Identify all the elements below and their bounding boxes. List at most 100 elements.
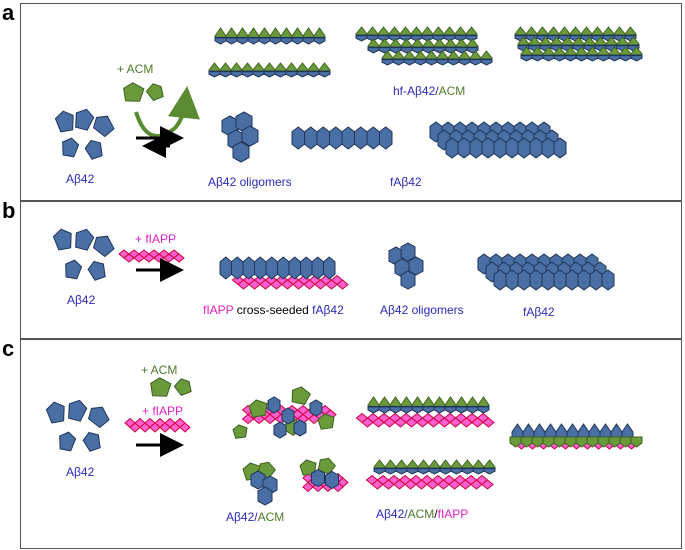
- fibril-unit: [242, 256, 255, 280]
- abeta-unit: [267, 396, 281, 414]
- abeta-base: [469, 58, 482, 66]
- acm-cap: [389, 396, 402, 408]
- abeta-monomer: [87, 260, 106, 281]
- oligomers-label-b: Aβ42 oligomers: [380, 303, 464, 317]
- acm-cap: [432, 26, 445, 36]
- abeta-unit: [309, 399, 323, 417]
- cross-mid: cross-seeded: [233, 303, 313, 317]
- abeta-base: [403, 58, 416, 66]
- acm-cap: [591, 26, 604, 36]
- abeta-monomer: [59, 431, 77, 452]
- acm-cap: [477, 396, 490, 408]
- abeta-base: [274, 70, 287, 78]
- abeta-base: [285, 70, 298, 78]
- abeta-base: [392, 58, 405, 66]
- abeta-base: [263, 70, 276, 78]
- cross-iapp: fIAPP: [203, 303, 234, 317]
- iapp-unit: [481, 479, 494, 490]
- fibril-unit: [323, 256, 336, 280]
- abeta-base: [621, 423, 634, 438]
- acm-cap: [443, 26, 456, 36]
- acm-monomer: [317, 457, 336, 475]
- acm-cap: [520, 436, 533, 448]
- acm-cap: [553, 436, 566, 448]
- iapp-unit: [482, 417, 495, 428]
- abeta-base: [208, 70, 221, 78]
- abeta-base: [555, 423, 568, 438]
- acm-cap: [285, 62, 298, 72]
- abeta-base: [373, 467, 386, 475]
- acm-cap: [575, 436, 588, 448]
- acm-cap: [433, 38, 446, 48]
- abeta-base: [458, 58, 471, 66]
- abeta-base: [367, 46, 380, 54]
- abeta-base: [428, 467, 441, 475]
- acm-cap: [569, 26, 582, 36]
- abeta-base: [461, 467, 474, 475]
- abeta-base: [619, 54, 632, 62]
- abeta-base: [436, 58, 449, 66]
- fibril-unit: [517, 269, 531, 291]
- fibril-unit: [329, 126, 343, 150]
- abeta-base: [406, 467, 419, 475]
- acm-cap: [630, 436, 643, 448]
- abeta-base: [307, 70, 320, 78]
- acm-cap: [480, 50, 493, 60]
- abeta-monomer-label: Aβ42: [66, 172, 95, 186]
- abeta-monomer: [84, 139, 103, 160]
- abeta-monomer: [75, 108, 95, 131]
- acm-cap: [509, 436, 522, 448]
- abeta-base: [258, 37, 271, 45]
- abeta-base: [472, 467, 485, 475]
- abeta-base: [575, 54, 588, 62]
- acm-cap: [613, 26, 626, 36]
- acm-cap: [455, 396, 468, 408]
- fibril-label: fAβ42: [390, 175, 422, 189]
- abeta-base: [599, 423, 612, 438]
- abeta-base: [252, 70, 265, 78]
- iapp-reagent-label: + fIAPP: [135, 232, 177, 246]
- acm-cap: [367, 38, 380, 48]
- acm-cap: [619, 436, 632, 448]
- acm-monomer: [173, 378, 192, 396]
- acm-cap: [219, 62, 232, 72]
- abeta-base: [566, 423, 579, 438]
- abeta-unit: [293, 419, 307, 437]
- abeta-base: [450, 467, 463, 475]
- abeta-base: [411, 406, 424, 414]
- abeta-base: [425, 58, 438, 66]
- acm-cap: [586, 436, 599, 448]
- fibril-unit: [553, 269, 567, 291]
- acm-cap: [373, 459, 386, 469]
- fibril-unit: [219, 256, 232, 280]
- fibril-unit: [481, 137, 495, 159]
- abeta-unit: [400, 270, 416, 290]
- acm-cap: [258, 27, 271, 39]
- acm-reagent-label: + ACM: [117, 62, 154, 76]
- acm-cap: [428, 459, 441, 469]
- fibril-unit: [277, 256, 290, 280]
- abeta-base: [225, 37, 238, 45]
- acm-cap: [422, 38, 435, 48]
- acm-curved-arrow: [134, 86, 200, 139]
- abeta-base: [400, 406, 413, 414]
- fibril-unit: [601, 269, 615, 291]
- abeta-base: [610, 423, 623, 438]
- acm-cap: [241, 62, 254, 72]
- acm-cap: [466, 38, 479, 48]
- fibril-unit: [589, 269, 603, 291]
- acm-cap: [531, 436, 544, 448]
- fibril-unit: [445, 137, 459, 159]
- acm-cap: [547, 26, 560, 36]
- fibril-unit: [505, 269, 519, 291]
- abeta-base: [241, 70, 254, 78]
- abeta-monomer-label-b: Aβ42: [67, 293, 96, 307]
- fibril-unit: [341, 126, 355, 150]
- fibril-unit: [577, 269, 591, 291]
- acm-cap: [558, 26, 571, 36]
- abeta-base: [291, 37, 304, 45]
- hf-acm: ACM: [438, 84, 466, 98]
- fibril-unit: [517, 137, 531, 159]
- acm-cap: [444, 38, 457, 48]
- abeta-base: [564, 54, 577, 62]
